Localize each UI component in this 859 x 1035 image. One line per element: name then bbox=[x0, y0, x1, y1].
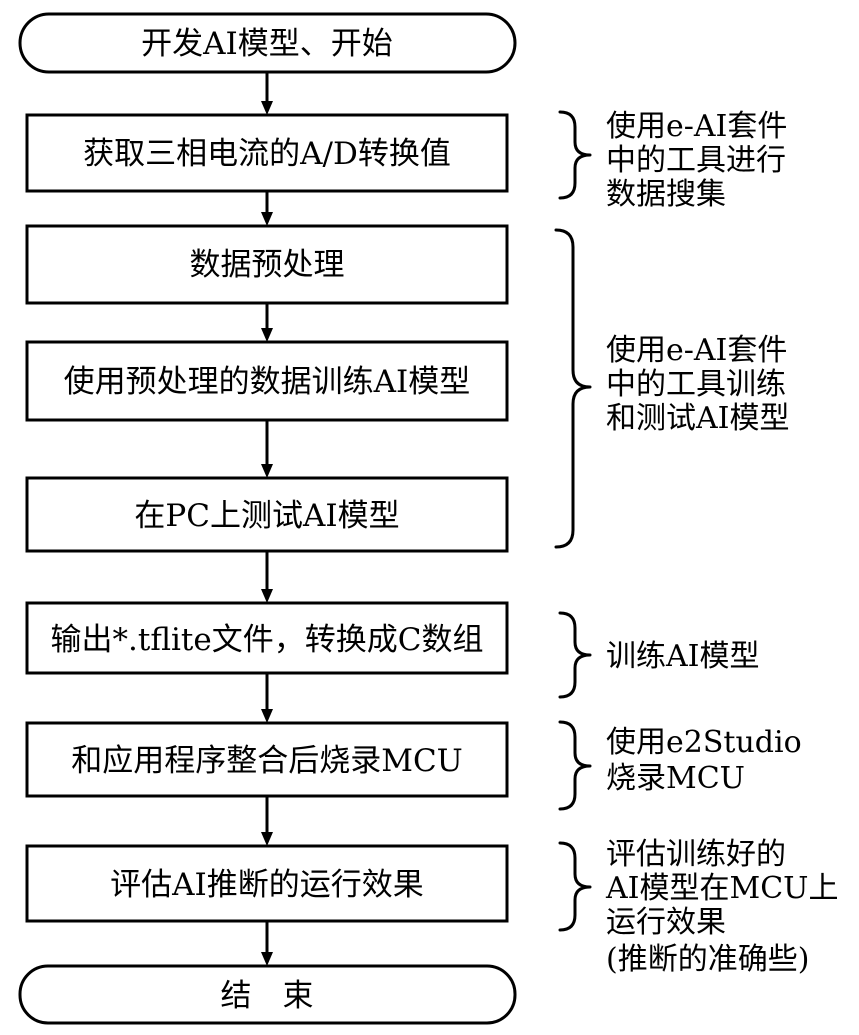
process-evaluate-label: 评估AI推断的运行效果 bbox=[110, 867, 424, 903]
annotation-evaluate-line: 评估训练好的 bbox=[606, 837, 786, 872]
annotation-train-model: 训练AI模型 bbox=[606, 639, 760, 674]
annotation-collect: 使用e-AI套件 中的工具进行 数据搜集 bbox=[606, 109, 787, 212]
brace-collect bbox=[558, 110, 592, 200]
annotation-train-test: 使用e-AI套件 中的工具训练 和测试AI模型 bbox=[606, 333, 790, 436]
arrow-flash-to-evaluate bbox=[261, 796, 273, 846]
start-terminal: 开发AI模型、开始 bbox=[18, 12, 517, 74]
annotation-train-test-line: 中的工具训练 bbox=[606, 367, 786, 402]
start-label: 开发AI模型、开始 bbox=[141, 26, 393, 62]
annotation-collect-line: 数据搜集 bbox=[606, 177, 726, 212]
process-test-on-pc-label: 在PC上测试AI模型 bbox=[134, 498, 399, 534]
annotation-train-test-line: 和测试AI模型 bbox=[606, 401, 790, 436]
annotation-train-model-line: 训练AI模型 bbox=[606, 639, 760, 674]
annotation-burn-line: 使用e2Studio bbox=[606, 725, 802, 760]
arrow-acquire-to-preprocess bbox=[261, 191, 273, 226]
process-flash-mcu: 和应用程序整合后烧录MCU bbox=[25, 721, 509, 798]
arrow-preprocess-to-train bbox=[261, 303, 273, 342]
process-acquire-adc: 获取三相电流的A/D转换值 bbox=[25, 113, 509, 193]
annotation-evaluate: 评估训练好的 AI模型在MCU上 运行效果 (推断的准确些) bbox=[605, 837, 838, 977]
annotation-collect-line: 使用e-AI套件 bbox=[606, 109, 787, 144]
arrow-test-to-export bbox=[261, 551, 273, 603]
arrow-evaluate-to-end bbox=[261, 921, 273, 966]
brace-burn bbox=[558, 720, 592, 811]
end-terminal: 结 束 bbox=[18, 964, 517, 1025]
process-preprocess-label: 数据预处理 bbox=[190, 247, 345, 283]
annotation-train-test-line: 使用e-AI套件 bbox=[606, 333, 787, 368]
process-evaluate: 评估AI推断的运行效果 bbox=[25, 844, 509, 923]
annotation-burn: 使用e2Studio 烧录MCU bbox=[606, 725, 802, 796]
brace-evaluate bbox=[558, 841, 592, 932]
brace-train-model bbox=[558, 611, 592, 699]
annotation-burn-line: 烧录MCU bbox=[606, 761, 745, 796]
brace-train-test bbox=[554, 228, 592, 549]
process-train-model-label: 使用预处理的数据训练AI模型 bbox=[64, 364, 471, 400]
process-flash-mcu-label: 和应用程序整合后烧录MCU bbox=[71, 743, 463, 779]
arrow-train-to-test bbox=[261, 420, 273, 478]
annotation-collect-line: 中的工具进行 bbox=[606, 143, 786, 178]
process-acquire-adc-label: 获取三相电流的A/D转换值 bbox=[83, 136, 451, 172]
end-label: 结 束 bbox=[221, 978, 314, 1014]
arrow-export-to-flash bbox=[261, 673, 273, 723]
annotation-evaluate-line: 运行效果 bbox=[606, 905, 726, 940]
annotation-evaluate-line: AI模型在MCU上 bbox=[605, 871, 838, 906]
process-test-on-pc: 在PC上测试AI模型 bbox=[25, 476, 509, 553]
process-export-tflite: 输出*.tflite文件，转换成C数组 bbox=[25, 601, 509, 675]
arrow-start-to-acquire bbox=[261, 72, 273, 115]
process-preprocess: 数据预处理 bbox=[25, 224, 509, 305]
process-train-model: 使用预处理的数据训练AI模型 bbox=[25, 340, 509, 422]
process-export-tflite-label: 输出*.tflite文件，转换成C数组 bbox=[51, 622, 484, 658]
annotation-evaluate-line: (推断的准确些) bbox=[606, 942, 809, 977]
